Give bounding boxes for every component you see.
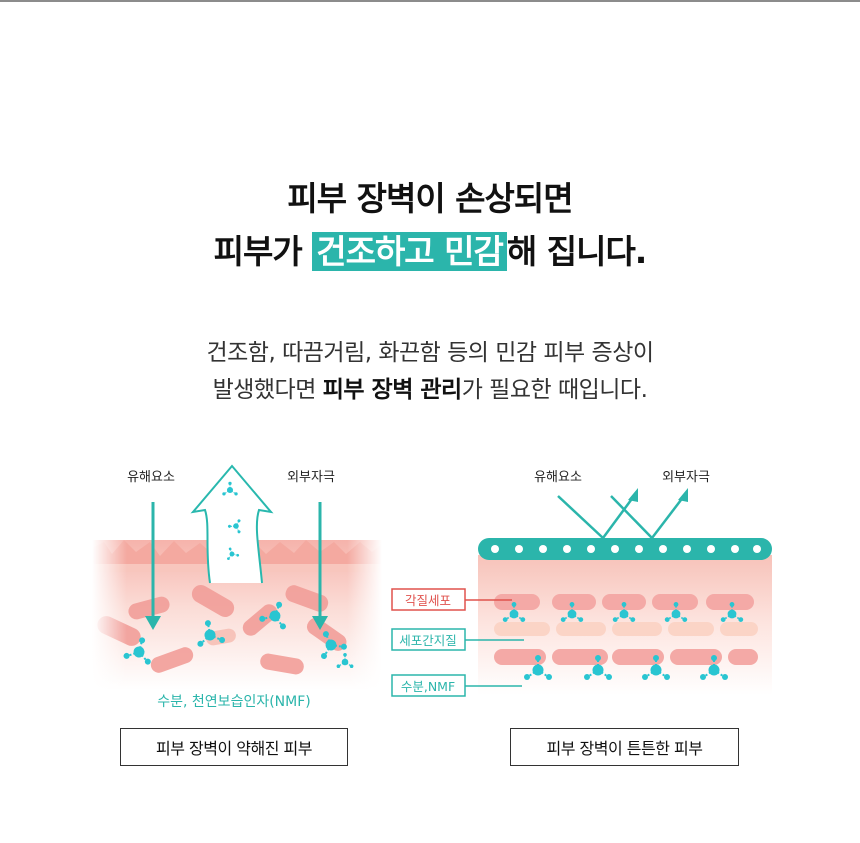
- left-label-harmful: 유해요소: [127, 470, 175, 485]
- headline-prefix: 피부가: [213, 232, 313, 271]
- legend-lipid: 세포간지질: [399, 633, 457, 648]
- description-prefix: 발생했다면: [212, 377, 323, 403]
- skin-barrier-illustration: 유해요소 외부자극 수분, 천연보습인자(NMF): [92, 464, 772, 710]
- top-divider: [0, 0, 860, 2]
- right-label-external: 외부자극: [662, 470, 710, 485]
- legend-keratinocyte: 각질세포: [405, 593, 451, 608]
- headline-highlight: 건조하고 민감: [312, 232, 507, 271]
- description-bold: 피부 장벽 관리: [322, 377, 462, 403]
- headline-suffix: 해 집니다.: [506, 232, 647, 271]
- right-label-harmful: 유해요소: [534, 470, 582, 485]
- legend-nmf: 수분,NMF: [401, 679, 455, 694]
- description-suffix: 가 필요한 때입니다.: [461, 377, 648, 403]
- description-line-2: 발생했다면 피부 장벽 관리가 필요한 때입니다.: [0, 370, 860, 404]
- headline-line-1: 피부 장벽이 손상되면: [287, 179, 573, 218]
- left-label-external: 외부자극: [287, 470, 335, 485]
- left-label-moisture: 수분, 천연보습인자(NMF): [157, 694, 310, 710]
- weak-barrier-caption: 피부 장벽이 약해진 피부: [120, 728, 348, 766]
- weak-barrier-diagram: 유해요소 외부자극 수분, 천연보습인자(NMF): [92, 464, 382, 710]
- strong-barrier-diagram: 유해요소 외부자극 각질세포 세포간지질 수분,NMF: [391, 470, 772, 697]
- description-line-1: 건조함, 따끔거림, 화끈함 등의 민감 피부 증상이: [206, 340, 654, 366]
- strong-barrier-caption: 피부 장벽이 튼튼한 피부: [510, 728, 739, 766]
